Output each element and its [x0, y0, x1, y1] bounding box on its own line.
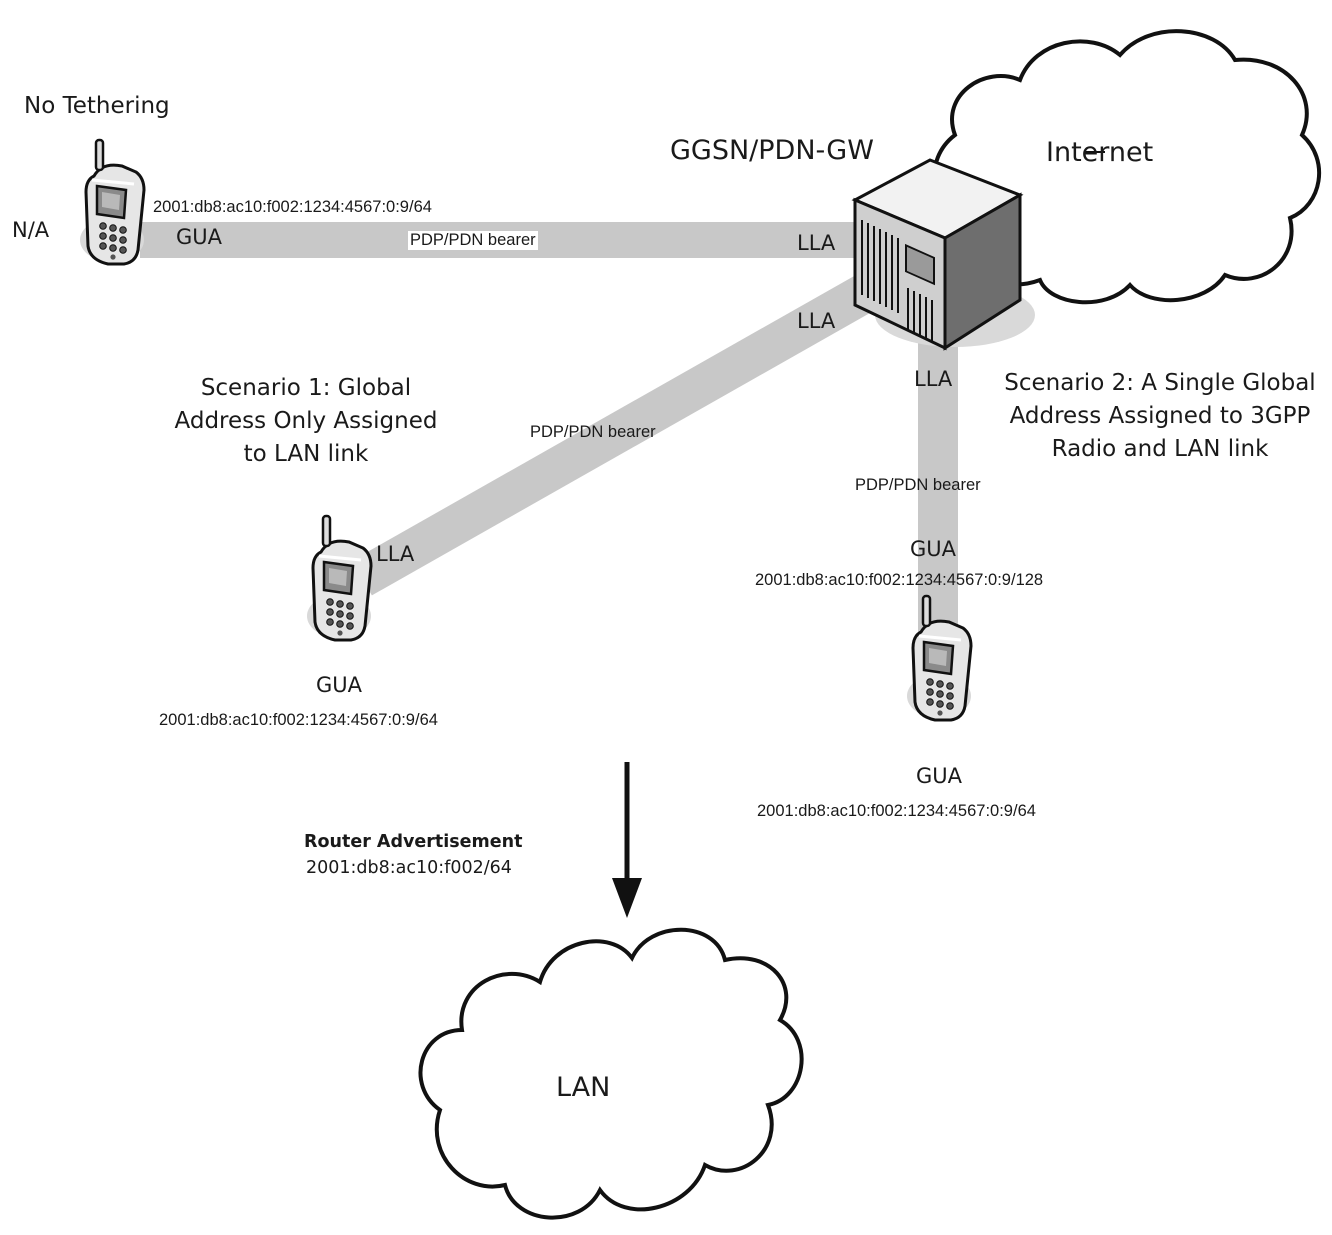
scenario1-ue-lla-label: LLA [376, 542, 415, 566]
na-label: N/A [12, 218, 50, 242]
internet-label: Internet [1046, 137, 1154, 168]
arrow-head-icon [612, 878, 642, 918]
top-gua-label: GUA [176, 225, 223, 249]
gateway-label: GGSN/PDN-GW [670, 135, 874, 166]
router-advertisement-title: Router Advertisement [304, 832, 523, 852]
scenario1-caption: Scenario 1: Global Address Only Assigned… [174, 375, 438, 467]
no-tethering-label: No Tethering [24, 93, 170, 119]
lan-label: LAN [556, 1072, 611, 1103]
top-bearer-label: PDP/PDN bearer [408, 231, 538, 250]
scenario2-lan-gua-label: GUA [915, 764, 963, 788]
phone-scenario1-icon [305, 514, 373, 642]
bearer-scenario1 [352, 272, 880, 596]
scenario1-lan-gua-label: GUA [315, 673, 363, 697]
phone-no-tethering-icon [78, 138, 146, 266]
scenario1-bearer-label: PDP/PDN bearer [530, 423, 656, 441]
internet-cloud [932, 29, 1321, 305]
top-ue-address: 2001:db8:ac10:f002:1234:4567:0:9/64 [153, 198, 432, 216]
scenario2-ue-gua-label: GUA [910, 537, 957, 561]
scenario2-bearer-label: PDP/PDN bearer [855, 476, 981, 494]
scenario2-ue-address: 2001:db8:ac10:f002:1234:4567:0:9/128 [755, 571, 1044, 589]
gateway-server-icon [851, 158, 1035, 351]
scenario2-gw-lla-label: LLA [914, 367, 953, 391]
scenario1-lan-address: 2001:db8:ac10:f002:1234:4567:0:9/64 [159, 711, 438, 729]
scenario1-gw-lla-label: LLA [797, 309, 836, 333]
scenario2-lan-address: 2001:db8:ac10:f002:1234:4567:0:9/64 [757, 802, 1036, 820]
top-lla-label: LLA [797, 231, 836, 255]
lan-cloud [418, 927, 804, 1220]
scenario2-caption: Scenario 2: A Single Global Address Assi… [1004, 370, 1316, 462]
router-advertisement-prefix: 2001:db8:ac10:f002/64 [306, 858, 512, 878]
